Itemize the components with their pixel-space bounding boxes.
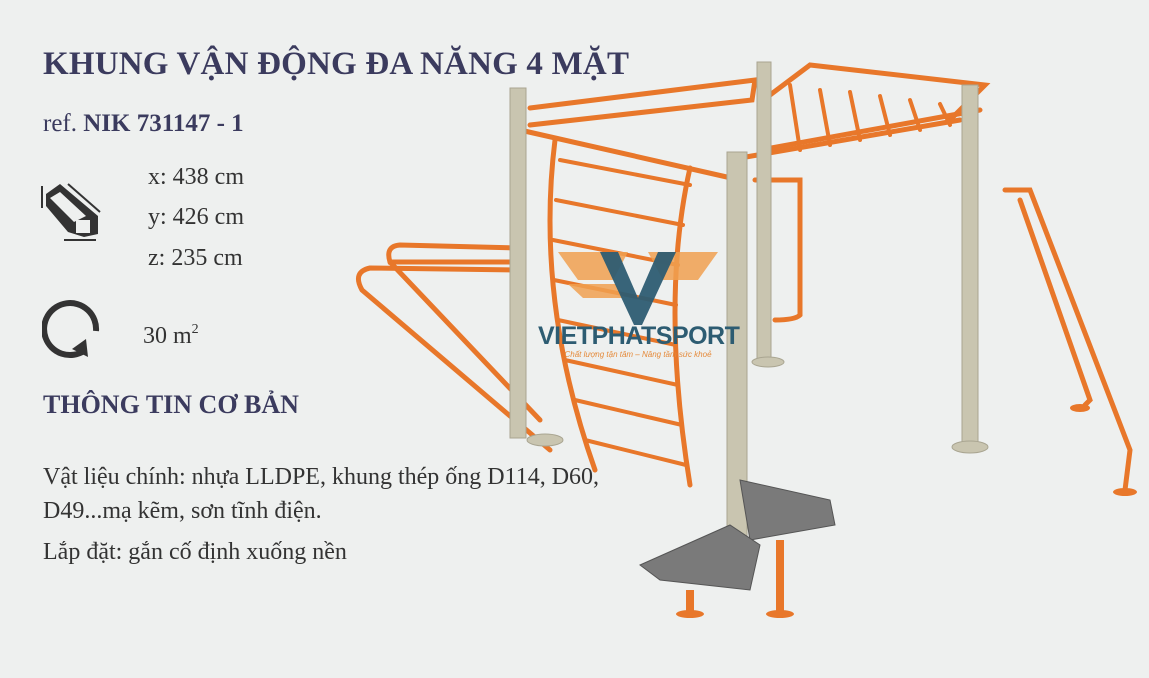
area-unit-sup: 2 [191, 322, 199, 337]
area-number: 30 m [143, 323, 192, 349]
ref-code: NIK 731147 - 1 [83, 110, 244, 137]
logo-name: VIETPHATSPORT [538, 322, 740, 350]
basic-info-heading: THÔNG TIN CƠ BẢN [43, 390, 299, 419]
dimension-y: y: 426 cm [148, 204, 244, 230]
material-text: Vật liệu chính: nhựa LLDPE, khung thép ố… [43, 464, 600, 524]
installation-text: Lắp đặt: gắn cố định xuống nền [43, 539, 347, 565]
box-dimensions-icon [41, 183, 101, 241]
product-ref: ref. NIK 731147 - 1 [43, 110, 244, 138]
ref-prefix: ref. [43, 110, 77, 137]
dimension-z: z: 235 cm [148, 245, 243, 271]
dimension-x: x: 438 cm [148, 164, 244, 190]
product-illustration [355, 61, 1137, 618]
area-value: 30 m2 [143, 322, 199, 350]
logo-tagline: Chất lượng tận tâm – Nâng tầm sức khoẻ [564, 350, 712, 359]
logo-wings-icon [558, 252, 718, 325]
rotate-area-icon [42, 300, 100, 358]
product-title: KHUNG VẬN ĐỘNG ĐA NĂNG 4 MẶT [43, 46, 630, 82]
